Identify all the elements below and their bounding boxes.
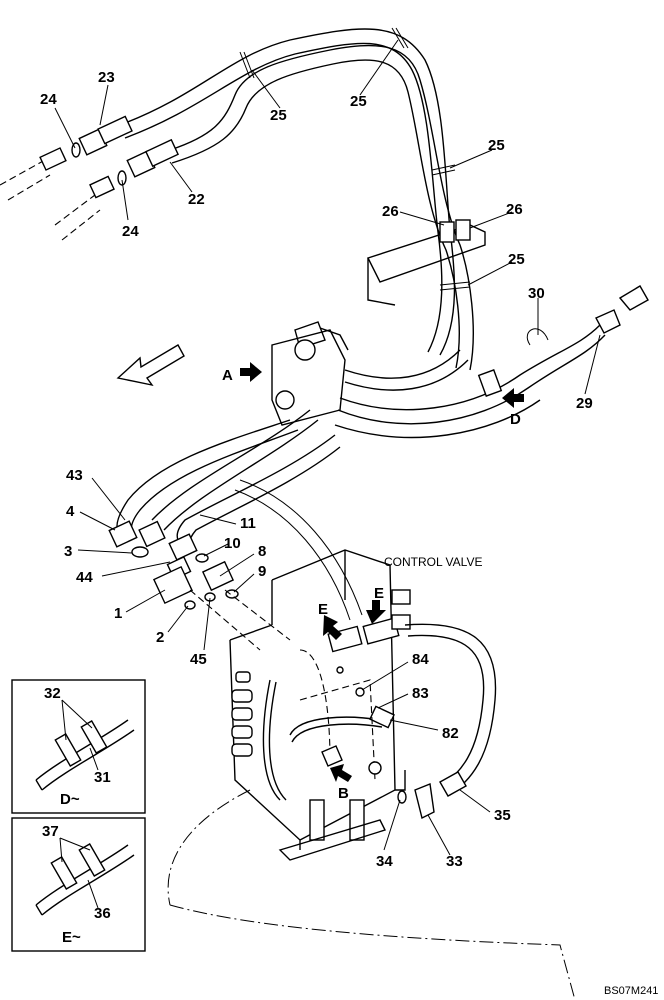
part-35: 35 [494, 807, 511, 824]
part-25: 25 [488, 137, 505, 154]
inset-d-part-32: 32 [44, 685, 61, 702]
view-label-e: E [374, 585, 384, 602]
part-24: 24 [122, 223, 139, 240]
view-arrow-e1 [323, 615, 342, 640]
leader-lines [54, 39, 601, 856]
part-22: 22 [188, 191, 205, 208]
control-valve-body [229, 549, 406, 861]
part-33: 33 [446, 853, 463, 870]
part-25: 25 [508, 251, 525, 268]
hose-35-assembly [327, 589, 497, 820]
view-label-a: A [222, 367, 233, 384]
part-labels: 23 24 24 22 25 25 25 25 26 26 30 29 43 4… [40, 69, 593, 870]
inset-d-label: D~ [60, 791, 80, 808]
inset-e-label: E~ [62, 929, 81, 946]
part-9: 9 [258, 563, 266, 580]
right-hose-bundle [334, 285, 649, 439]
machine-frame-outline [167, 789, 576, 1000]
part-3: 3 [64, 543, 72, 560]
view-arrow-b [330, 764, 352, 782]
inset-e-part-36: 36 [94, 905, 111, 922]
part-34: 34 [376, 853, 393, 870]
inset-view-e: 37 36 E~ [11, 817, 146, 952]
upper-hose-bundle [119, 27, 474, 371]
view-arrow-e2 [366, 600, 386, 624]
part-43: 43 [66, 467, 83, 484]
part-4: 4 [66, 503, 75, 520]
view-label-d: D [510, 411, 521, 428]
view-arrow-d [502, 388, 524, 408]
pilot-manifold [271, 321, 349, 426]
part-29: 29 [576, 395, 593, 412]
part-8: 8 [258, 543, 266, 560]
control-valve-label: CONTROL VALVE [384, 555, 482, 569]
part-30: 30 [528, 285, 545, 302]
part-26: 26 [506, 201, 523, 218]
part-44: 44 [76, 569, 93, 586]
part-11: 11 [240, 515, 256, 532]
hose-bracket [367, 219, 486, 306]
part-84: 84 [412, 651, 429, 668]
inset-e-part-37: 37 [42, 823, 59, 840]
view-label-e: E [318, 601, 328, 618]
inset-view-d: 32 31 D~ [11, 679, 146, 814]
inset-d-part-31: 31 [94, 769, 111, 786]
part-10: 10 [224, 535, 241, 552]
part-25: 25 [350, 93, 367, 110]
part-1: 1 [114, 605, 122, 622]
part-23: 23 [98, 69, 115, 86]
part-26: 26 [382, 203, 399, 220]
direction-arrow [116, 344, 185, 387]
reference-code: BS07M241 [604, 985, 658, 997]
part-25: 25 [270, 107, 287, 124]
view-label-b: B [338, 785, 349, 802]
part-2: 2 [156, 629, 164, 646]
part-45: 45 [190, 651, 207, 668]
view-arrow-a [240, 362, 262, 382]
upper-left-fittings [0, 115, 179, 241]
part-82: 82 [442, 725, 459, 742]
part-24: 24 [40, 91, 57, 108]
part-83: 83 [412, 685, 429, 702]
view-letters: A D E E B [222, 367, 521, 802]
lower-left-fittings [108, 520, 291, 651]
